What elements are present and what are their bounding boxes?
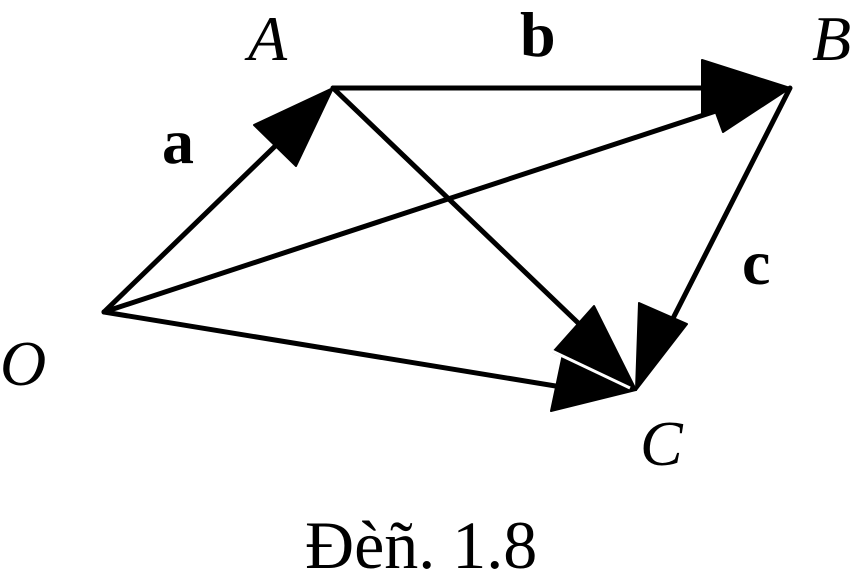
edge-b-c	[659, 85, 793, 343]
arrowhead-ob	[703, 79, 791, 133]
edge-o-b	[101, 106, 725, 315]
figure-caption: Đèñ. 1.8	[305, 507, 537, 578]
point-label-b: B	[812, 3, 851, 74]
vector-label-b: b	[520, 0, 556, 70]
edge-a-c	[330, 85, 601, 345]
arrowhead-gap	[551, 349, 631, 390]
arrowhead-a	[253, 87, 334, 167]
point-label-c: C	[640, 408, 684, 479]
point-label-a: A	[244, 3, 288, 74]
point-label-o: O	[0, 328, 46, 399]
edge-o-a	[101, 119, 303, 315]
vector-label-a: a	[162, 106, 194, 177]
vector-label-c: c	[742, 227, 770, 298]
arrowhead-c	[635, 302, 688, 391]
edge-o-c	[101, 309, 583, 393]
